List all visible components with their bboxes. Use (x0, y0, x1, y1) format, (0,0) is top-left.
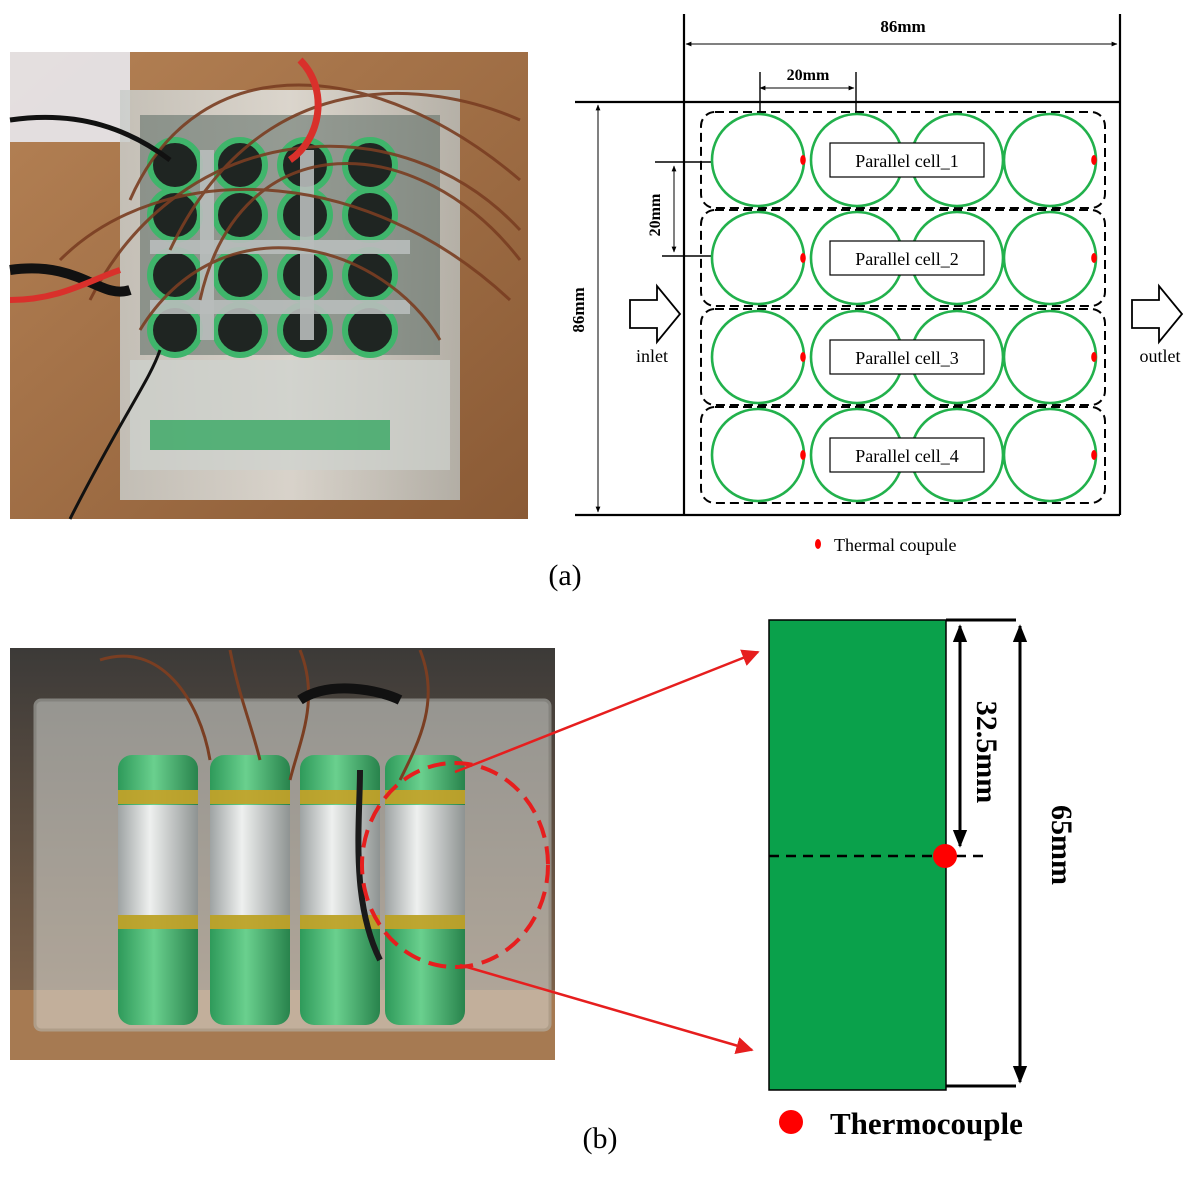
schematic-cell-layout: 86mm 86mm 20mm 20mm inlet outlet Paralle… (569, 14, 1184, 555)
photo-busbar (200, 150, 214, 340)
thermocouple-dot (1091, 450, 1097, 460)
parallel-group-label-box (829, 339, 985, 375)
cell-circle (710, 407, 806, 503)
thermocouple-legend-label: Thermocouple (830, 1106, 1023, 1141)
thermocouple-dot (1091, 253, 1097, 263)
thermocouple-dot (1091, 352, 1097, 362)
thermal-couple-legend-label: Thermal coupule (834, 535, 956, 555)
parallel-group-label: Parallel cell_3 (855, 348, 958, 368)
pitch-h-dimension-label: 20mm (787, 67, 830, 84)
panel-a-label: (a) (548, 559, 581, 592)
half-height-dimension-label: 32.5mm (970, 701, 1003, 803)
cell-circle (710, 309, 806, 405)
cell-circle (710, 210, 806, 306)
photo-busbar (150, 300, 410, 314)
parallel-group-label: Parallel cell_1 (855, 151, 958, 171)
cell-circle (1002, 309, 1098, 405)
full-height-dimension-label: 65mm (1045, 805, 1078, 885)
parallel-group-label-box (829, 142, 985, 178)
photo-cell-top (342, 247, 398, 303)
photo-side-battery-pack (10, 648, 555, 1060)
photo-cell-top (147, 137, 203, 193)
parallel-group-box (700, 111, 1106, 209)
parallel-group-box (700, 308, 1106, 406)
cell-circle (1002, 210, 1098, 306)
photo-busbar (300, 150, 314, 340)
schematic-single-cell: 32.5mm 65mm Thermocouple (768, 618, 1078, 1141)
height-dimension-label: 86mm (569, 287, 588, 332)
cell-circle (1002, 407, 1098, 503)
thermocouple-position-marker (933, 844, 957, 868)
thermocouple-dot (800, 253, 806, 263)
parallel-group-box (700, 406, 1106, 504)
cell-circle (710, 112, 806, 208)
parallel-group-label: Parallel cell_4 (855, 446, 958, 466)
thermal-couple-legend-marker (815, 539, 821, 549)
parallel-group-label-box (829, 240, 985, 276)
cell-circle (1002, 112, 1098, 208)
panel-b-label: (b) (583, 1122, 618, 1155)
photo-cell-top (212, 137, 268, 193)
parallel-group-label: Parallel cell_2 (855, 249, 958, 269)
outlet-label: outlet (1140, 346, 1181, 366)
thermocouple-dot (800, 155, 806, 165)
parallel-group-label-box (829, 437, 985, 473)
inlet-label: inlet (636, 346, 668, 366)
pitch-v-dimension-label: 20mm (647, 193, 664, 236)
inlet-arrow-icon (629, 283, 682, 345)
outlet-arrow-icon (1131, 283, 1184, 345)
thermocouple-dot (800, 450, 806, 460)
zoom-arrow-bottom (459, 963, 754, 1054)
photo-cell-top (342, 187, 398, 243)
thermocouple-dot (800, 352, 806, 362)
zoom-highlight-circle (360, 761, 550, 969)
parallel-group-box (700, 209, 1106, 307)
zoom-arrow-top (454, 649, 760, 774)
photo-top-battery-pack (9, 52, 528, 520)
thermocouple-legend-marker (779, 1110, 803, 1134)
width-dimension-label: 86mm (880, 17, 925, 36)
thermocouple-dot (1091, 155, 1097, 165)
